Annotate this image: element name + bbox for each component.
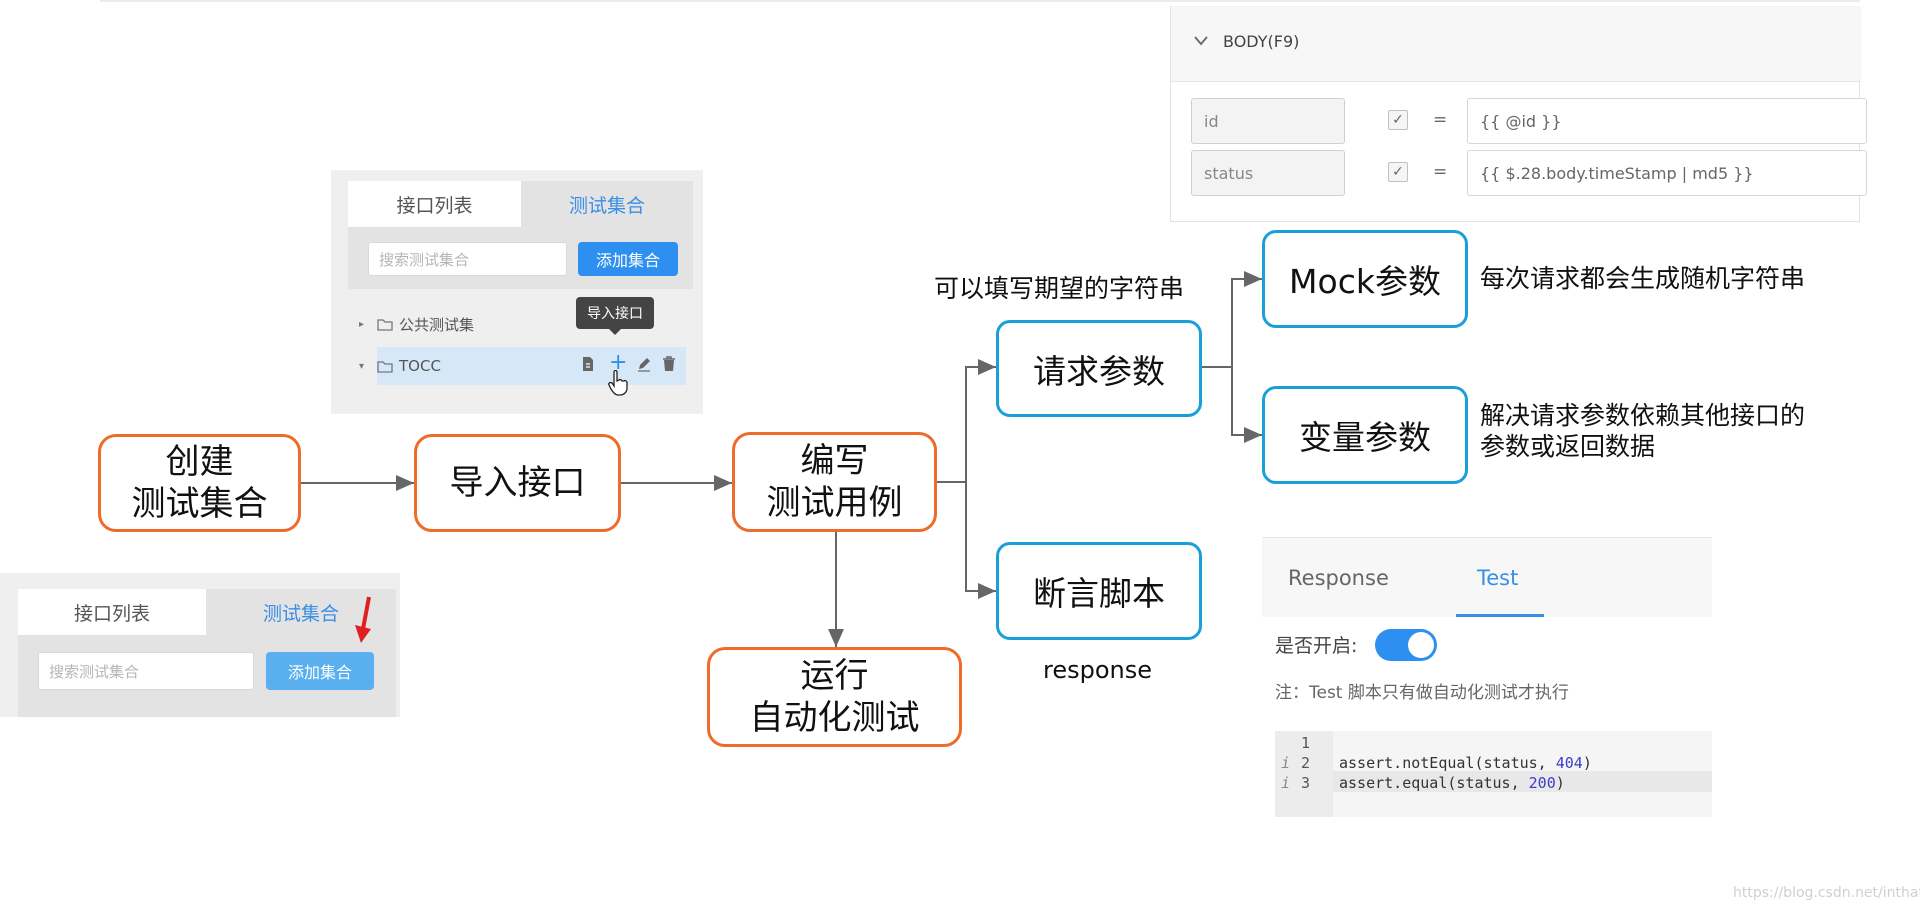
code-text: assert.notEqual(status, 404) — [1339, 754, 1592, 772]
equals-sign: = — [1433, 110, 1448, 130]
response-test-tabs — [1262, 537, 1712, 617]
param-enabled-checkbox[interactable]: ✓ — [1388, 162, 1408, 182]
info-marker-icon: i — [1281, 774, 1291, 792]
search-input[interactable]: 搜索测试集合 — [368, 242, 567, 276]
chevron-down-icon[interactable] — [1194, 36, 1208, 46]
collection-panel-bottom: 接口列表 测试集合 搜索测试集合 添加集合 — [0, 573, 400, 717]
body-title: BODY(F9) — [1223, 32, 1300, 51]
red-arrow-icon — [355, 596, 371, 643]
enable-toggle[interactable] — [1375, 629, 1437, 661]
tree-item-tocc[interactable]: ▾ TOCC — [359, 352, 441, 380]
folder-icon — [377, 318, 393, 331]
add-icon[interactable]: + — [609, 350, 628, 375]
top-divider — [100, 0, 1860, 2]
code-text: assert.equal(status, 200) — [1339, 774, 1565, 792]
arrow-write-to-assert — [965, 482, 996, 599]
arrow-request-to-variable — [1231, 367, 1262, 443]
toggle-knob — [1408, 632, 1434, 658]
tab-test[interactable]: Test — [1477, 566, 1519, 590]
tab-test-collection[interactable]: 测试集合 — [521, 181, 693, 227]
active-line-highlight — [1333, 771, 1712, 792]
code-gutter — [1275, 731, 1333, 817]
body-header — [1171, 6, 1861, 82]
tree-item-public[interactable]: ▸ 公共测试集 — [359, 310, 474, 338]
variable-params-node: 变量参数 — [1262, 386, 1468, 484]
tab-api-list[interactable]: 接口列表 — [18, 589, 206, 635]
line-number: 3 — [1301, 774, 1311, 792]
collection-panel-top: 接口列表 测试集合 搜索测试集合 添加集合 导入接口 ▸ 公共测试集 ▾ TOC… — [331, 170, 703, 414]
copy-icon[interactable] — [581, 356, 595, 372]
search-input[interactable]: 搜索测试集合 — [38, 652, 254, 690]
watermark: https://blog.csdn.net/inthat — [1733, 885, 1920, 901]
test-note: 注：Test 脚本只有做自动化测试才执行 — [1275, 683, 1569, 703]
run-automated-test-node: 运行 自动化测试 — [707, 647, 962, 747]
info-marker-icon: i — [1281, 754, 1291, 772]
tooltip: 导入接口 — [576, 297, 654, 329]
variable-note: 解决请求参数依赖其他接口的 参数或返回数据 — [1480, 401, 1806, 461]
tab-response[interactable]: Response — [1288, 566, 1389, 590]
code-number-literal: 200 — [1528, 774, 1556, 792]
toggle-label: 是否开启: — [1275, 635, 1358, 657]
add-collection-button[interactable]: 添加集合 — [266, 652, 374, 690]
tree-item-label: TOCC — [399, 357, 441, 375]
tree-item-tocc-row[interactable] — [377, 347, 686, 385]
tree-item-label: 公共测试集 — [399, 315, 475, 334]
hand-cursor-icon — [608, 370, 628, 396]
active-tab-indicator — [1456, 614, 1544, 617]
param-value-field[interactable]: {{ @id }} — [1467, 98, 1867, 144]
body-params-panel: BODY(F9) id = {{ @id }} status = {{ $.28… — [1170, 6, 1867, 222]
assert-script-node: 断言脚本 — [996, 542, 1202, 640]
mock-params-node: Mock参数 — [1262, 230, 1468, 328]
mock-note: 每次请求都会生成随机字符串 — [1480, 264, 1806, 293]
param-value-field[interactable]: {{ $.28.body.timeStamp | md5 }} — [1467, 150, 1867, 196]
folder-icon — [377, 360, 393, 373]
edit-icon[interactable] — [636, 356, 652, 372]
line-number: 1 — [1301, 734, 1311, 752]
add-collection-button[interactable]: 添加集合 — [578, 242, 678, 276]
tab-api-list[interactable]: 接口列表 — [348, 181, 521, 227]
request-params-node: 请求参数 — [996, 320, 1202, 417]
delete-icon[interactable] — [662, 356, 676, 372]
expected-string-note: 可以填写期望的字符串 — [934, 274, 1185, 303]
param-key-field[interactable]: id — [1191, 98, 1345, 144]
line-number: 2 — [1301, 754, 1311, 772]
param-key-field[interactable]: status — [1191, 150, 1345, 196]
code-number-literal: 404 — [1555, 754, 1583, 772]
create-collection-node: 创建 测试集合 — [98, 434, 301, 532]
param-enabled-checkbox[interactable]: ✓ — [1388, 110, 1408, 130]
caret-down-icon: ▾ — [359, 360, 365, 372]
arrow-write-to-request — [937, 359, 996, 483]
equals-sign: = — [1433, 162, 1448, 182]
arrow-request-to-mock — [1202, 271, 1262, 368]
import-api-node: 导入接口 — [414, 434, 621, 532]
response-note: response — [1043, 656, 1153, 684]
caret-right-icon: ▸ — [359, 318, 365, 330]
tooltip-arrow — [609, 329, 621, 335]
write-test-cases-node: 编写 测试用例 — [732, 432, 937, 532]
